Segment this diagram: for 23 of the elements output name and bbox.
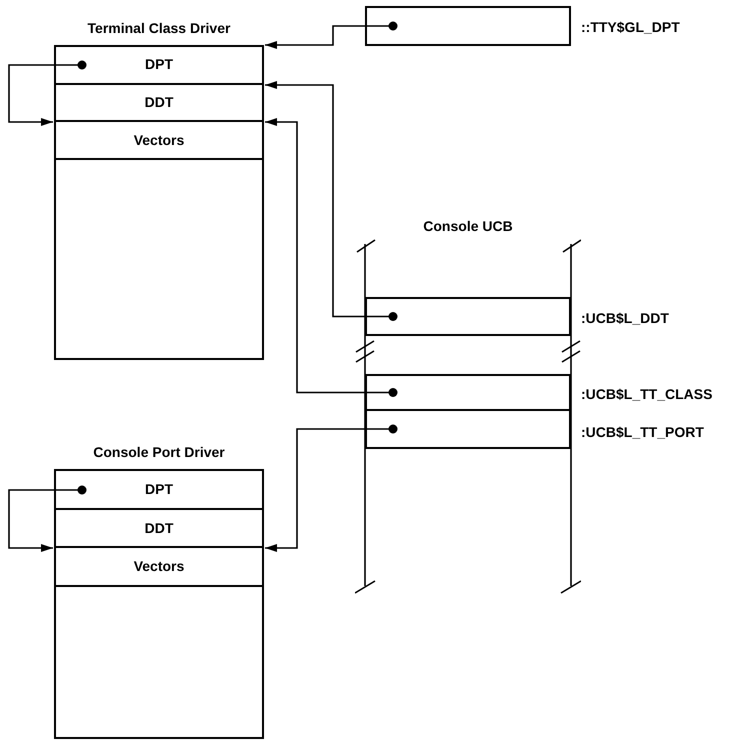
- pointer-arrow: [8, 60, 86, 126]
- pointer-arrow: [265, 424, 398, 552]
- field-name: DPT: [145, 480, 173, 498]
- ucb-field-slot: [365, 374, 571, 411]
- structure-title: Console UCB: [423, 217, 513, 236]
- ucb-field-slot: [365, 409, 571, 449]
- pointer-cell: [365, 6, 571, 46]
- field-name: DPT: [145, 54, 173, 74]
- field-name: Vectors: [134, 557, 184, 576]
- field-label: :UCB$L_TT_CLASS: [581, 385, 712, 404]
- structure-title: Console Port Driver: [93, 443, 225, 462]
- field-name: DDT: [144, 518, 174, 538]
- ucb-field-slot: [365, 297, 571, 336]
- field-label: :UCB$L_DDT: [581, 309, 669, 328]
- pointer-arrow: [265, 118, 398, 397]
- field-label: :UCB$L_TT_PORT: [581, 423, 704, 442]
- field-name: DDT: [144, 93, 174, 112]
- pointer-arrow: [8, 486, 86, 552]
- field-label: ::TTY$GL_DPT: [581, 18, 680, 37]
- structure-title: Terminal Class Driver: [88, 19, 230, 38]
- pointer-arrow: [265, 22, 398, 49]
- field-name: Vectors: [134, 130, 184, 150]
- pointer-arrow: [265, 81, 398, 321]
